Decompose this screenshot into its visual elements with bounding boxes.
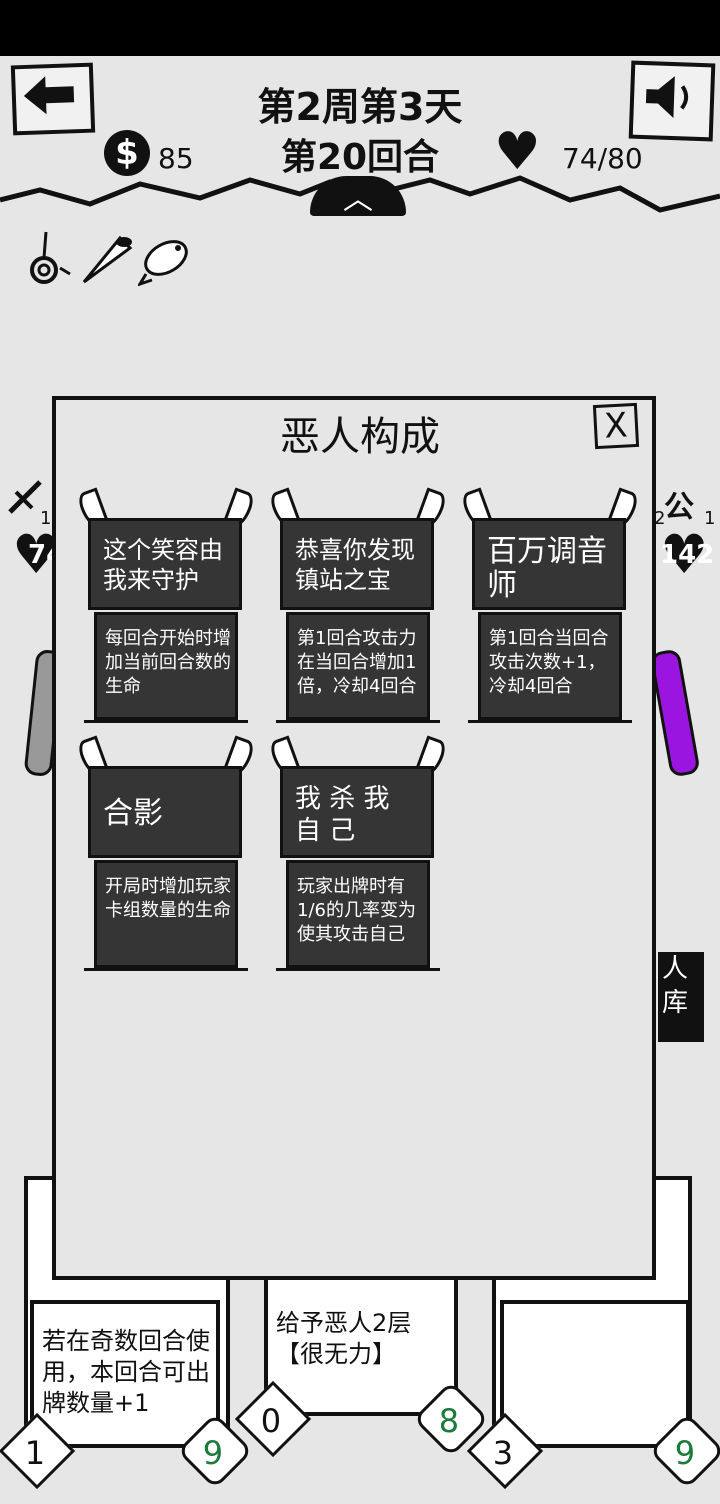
hand-card-1-text: 若在奇数回合使用，本回合可出牌数量+1	[42, 1327, 210, 1417]
bell-relic-icon[interactable]	[22, 228, 78, 288]
villain-card-desc: 第1回合攻击力在当回合增加1倍，冷却4回合	[286, 612, 430, 720]
hand-card-1-face[interactable]: 若在奇数回合使用，本回合可出牌数量+1	[30, 1300, 220, 1448]
close-button[interactable]: X	[592, 402, 640, 450]
villain-card-desc: 玩家出牌时有1/6的几率变为使其攻击自己	[286, 860, 430, 968]
back-button[interactable]	[10, 62, 96, 136]
enemy-deck-label-1: 人	[662, 954, 689, 984]
hand-card-3-cost-value: 3	[492, 1434, 514, 1473]
villain-card-1[interactable]: 这个笑容由我来守护 每回合开始时增加当前回合数的生命	[75, 487, 257, 724]
week-day-title: 第2周第3天	[257, 85, 463, 129]
expand-button[interactable]: ︿	[310, 176, 406, 217]
fish-relic-icon[interactable]	[138, 228, 194, 288]
hand-card-1-value-text: 9	[202, 1434, 224, 1473]
villain-card-desc: 第1回合当回合攻击次数+1，冷却4回合	[478, 612, 622, 720]
right-enemy-count-2: 1	[704, 508, 716, 529]
hand-card-2-value-text: 8	[438, 1402, 460, 1441]
villain-card-name: 我 杀 我 自 己	[280, 766, 434, 858]
close-icon: X	[603, 405, 629, 447]
villain-card-name: 恭喜你发现镇站之宝	[280, 518, 434, 610]
card-underline	[84, 968, 248, 971]
hand-card-3-value-text: 9	[674, 1434, 696, 1473]
enemy-deck-button[interactable]: 人 库	[658, 952, 704, 1042]
villain-card-name: 这个笑容由我来守护	[88, 518, 242, 610]
heart-icon: ♥	[494, 122, 541, 182]
status-bar	[0, 0, 720, 56]
hand-card-3-face[interactable]	[500, 1300, 690, 1448]
card-underline	[276, 720, 440, 723]
right-enemy-hp: 142	[660, 540, 715, 570]
hand-card-2[interactable]	[264, 1274, 458, 1416]
chevron-up-icon: ︿	[343, 182, 373, 217]
left-enemy-sword-icon	[6, 476, 46, 520]
right-enemy-heart-icon: ♥	[660, 523, 709, 586]
speaker-icon	[645, 76, 689, 119]
villain-card-name: 合影	[88, 766, 242, 858]
back-arrow-icon	[23, 76, 75, 115]
villain-card-3[interactable]: 百万调音师 第1回合当回合攻击次数+1，冷却4回合	[459, 487, 641, 724]
right-enemy-count: 2	[654, 508, 666, 529]
dialog-title: 恶人构成	[280, 414, 440, 460]
card-underline	[468, 720, 632, 723]
right-enemy-intent-icon: 公	[664, 490, 694, 525]
villain-card-desc: 开局时增加玩家卡组数量的生命	[94, 860, 238, 968]
card-underline	[84, 720, 248, 723]
right-enemy-arm	[649, 648, 701, 778]
horn-relic-icon[interactable]	[80, 228, 136, 288]
card-underline	[276, 968, 440, 971]
villain-card-desc: 每回合开始时增加当前回合数的生命	[94, 612, 238, 720]
villain-card-name: 百万调音师	[472, 518, 626, 610]
enemy-deck-label-2: 库	[662, 988, 689, 1018]
coin-count: 85	[158, 142, 194, 175]
hand-card-2-cost-value: 0	[260, 1402, 282, 1441]
coin-icon: $	[104, 130, 150, 176]
villain-card-5[interactable]: 我 杀 我 自 己 玩家出牌时有1/6的几率变为使其攻击自己	[267, 735, 449, 972]
hand-card-2-text: 给予恶人2层【很无力】	[276, 1309, 412, 1368]
villain-card-2[interactable]: 恭喜你发现镇站之宝 第1回合攻击力在当回合增加1倍，冷却4回合	[267, 487, 449, 724]
left-enemy-count: 1	[40, 508, 52, 529]
sound-button[interactable]	[628, 60, 716, 142]
hand-card-1-cost-value: 1	[24, 1434, 46, 1473]
player-hp: 74/80	[562, 142, 643, 175]
villain-card-4[interactable]: 合影 开局时增加玩家卡组数量的生命	[75, 735, 257, 972]
round-title: 第20回合	[280, 137, 440, 178]
